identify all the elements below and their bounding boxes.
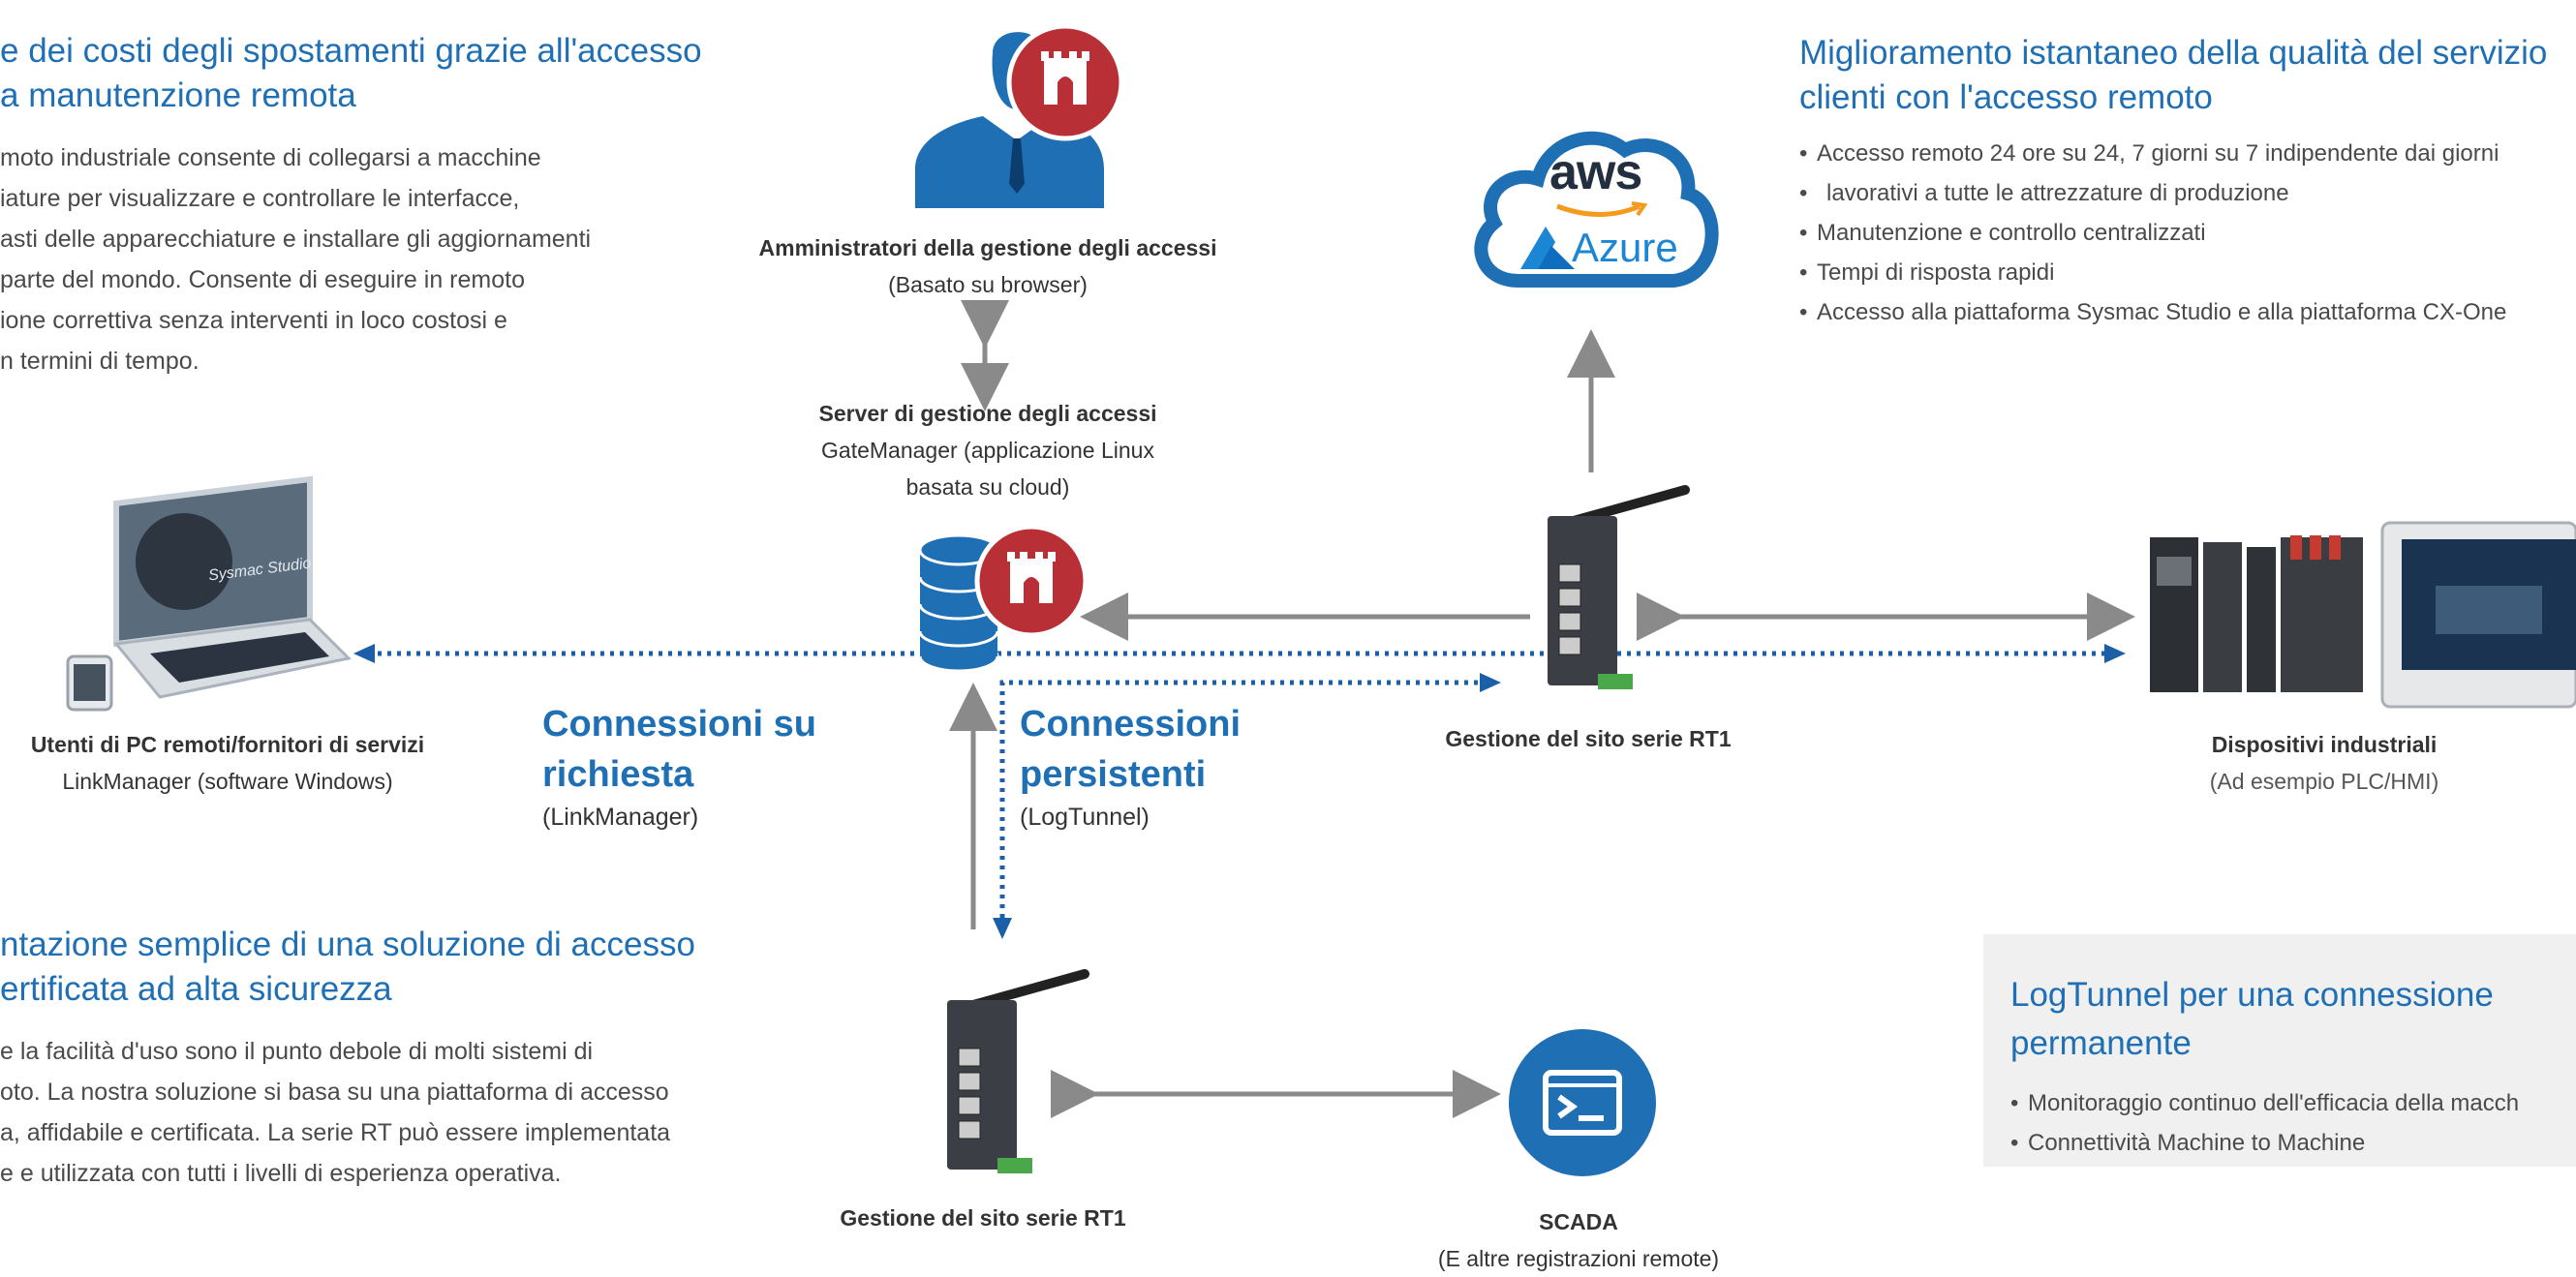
industrial-subtitle: (Ad esempio PLC/HMI) [2209,769,2439,794]
server-database-icon [915,523,1099,678]
industrial-title: Dispositivi industriali [2211,732,2438,757]
logtunnel-heading-2: permanente [2010,1024,2192,1062]
para-line: moto industriale consente di collegarsi … [0,144,541,171]
industrial-label: Dispositivi industriali (Ad esempio PLC/… [2121,726,2528,800]
laptop-phone-icon: Sysmac Studio [58,474,368,716]
persistent-dotted-path [999,680,1487,927]
admin-subtitle: (Basato su browser) [888,272,1088,297]
rt1-device-bottom-icon [930,966,1104,1179]
rt1-device-right-icon [1530,482,1704,695]
on-demand-title-1: Connessioni su [542,704,816,745]
bullet-item: Monitoraggio continuo dell'efficacia del… [2010,1083,2576,1123]
bullet-item: Connettività Machine to Machine [2010,1123,2576,1163]
bullet-item: Tempi di risposta rapidi [1799,253,2574,292]
para-line: a, affidabile e certificata. La serie RT… [0,1119,671,1146]
on-demand-connections-label: Connessioni su richiesta (LinkManager) [542,699,852,835]
server-sub-2: basata su cloud) [905,474,1070,500]
pc-users-subtitle: LinkManager (software Windows) [62,769,393,794]
server-label: Server di gestione degli accessi GateMan… [736,395,1240,505]
admin-person-icon [901,15,1133,208]
para-line: e e utilizzata con tutti i livelli di es… [0,1160,562,1187]
admin-label: Amministratori della gestione degli acce… [678,229,1298,303]
para-line: asti delle apparecchiature e installare … [0,226,592,253]
left-bottom-heading-2: ertificata ad alta sicurezza [0,970,392,1008]
right-top-heading-2: clienti con l'accesso remoto [1799,78,2213,116]
para-line: oto. La nostra soluzione si basa su una … [0,1079,669,1106]
server-sub-1: GateManager (applicazione Linux [821,438,1154,463]
para-line: ione correttiva senza interventi in loco… [0,307,507,334]
para-line: n termini di tempo. [0,348,199,375]
rt1-right-label: Gestione del sito serie RT1 [1445,726,1732,751]
on-demand-title-2: richiesta [542,754,694,795]
logtunnel-bullets: Monitoraggio continuo dell'efficacia del… [2010,1083,2576,1163]
left-bottom-paragraph: e la facilità d'uso sono il punto debole… [0,1031,736,1194]
azure-logo-text: Azure [1572,225,1678,270]
logtunnel-heading-1: LogTunnel per una connessione [2010,976,2494,1014]
bullet-item: Manutenzione e controllo centralizzati [1799,213,2574,253]
left-bottom-heading-1: ntazione semplice di una soluzione di ac… [0,926,695,963]
bullet-item: Accesso remoto 24 ore su 24, 7 giorni su… [1799,134,2574,173]
persistent-title-2: persistenti [1020,754,1207,795]
left-top-heading-1: e dei costi degli spostamenti grazie all… [0,32,702,70]
scada-title: SCADA [1539,1209,1618,1234]
para-line: iature per visualizzare e controllare le… [0,185,520,212]
right-top-section: Miglioramento istantaneo della qualità d… [1799,31,2574,332]
left-top-section: e dei costi degli spostamenti grazie all… [0,29,736,381]
aws-logo-text: aws [1549,144,1642,200]
rt1-bottom-label: Gestione del sito serie RT1 [840,1205,1126,1231]
on-demand-sub: (LinkManager) [542,804,699,831]
left-top-paragraph: moto industriale consente di collegarsi … [0,137,736,381]
admin-title: Amministratori della gestione degli acce… [758,235,1217,260]
server-title: Server di gestione degli accessi [818,401,1157,426]
right-top-heading-1: Miglioramento istantaneo della qualità d… [1799,34,2548,72]
bullet-item: Accesso alla piattaforma Sysmac Studio e… [1799,292,2574,332]
industrial-devices-icon [2145,518,2576,712]
persistent-title-1: Connessioni [1020,704,1242,745]
logtunnel-panel: LogTunnel per una connessione permanente… [1983,934,2576,1167]
left-bottom-section: ntazione semplice di una soluzione di ac… [0,923,736,1194]
persistent-connections-label: Connessioni persistenti (LogTunnel) [1020,699,1310,835]
left-top-heading-2: a manutenzione remota [0,76,356,114]
cloud-aws-azure: aws Azure [1460,116,1732,300]
scada-terminal-icon [1509,1029,1656,1176]
persistent-sub: (LogTunnel) [1020,804,1150,831]
scada-subtitle: (E altre registrazioni remote) [1437,1246,1720,1271]
azure-logo-icon [1520,227,1575,269]
pc-users-label: Utenti di PC remoti/fornitori di servizi… [0,726,455,800]
bullet-item-cont: lavorativi a tutte le attrezzature di pr… [1799,173,2574,213]
scada-label: SCADA (E altre registrazioni remote) [1336,1203,1821,1277]
pc-users-title: Utenti di PC remoti/fornitori di servizi [30,732,425,757]
right-top-bullets: Accesso remoto 24 ore su 24, 7 giorni su… [1799,134,2574,332]
para-line: parte del mondo. Consente di eseguire in… [0,266,525,293]
aws-smile-icon [1556,201,1648,217]
para-line: e la facilità d'uso sono il punto debole… [0,1038,594,1065]
